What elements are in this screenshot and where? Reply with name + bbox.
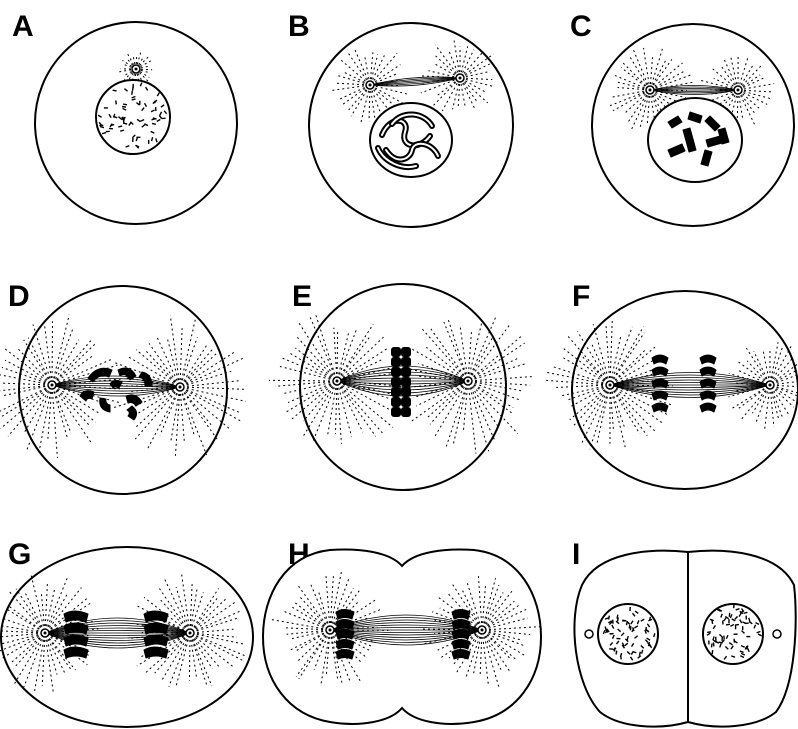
cell-g bbox=[0, 547, 253, 727]
chromatin bbox=[118, 126, 122, 127]
chromatid-left bbox=[392, 408, 400, 416]
chromosome-left bbox=[336, 610, 354, 620]
cell-e bbox=[269, 284, 532, 490]
centriole bbox=[135, 68, 138, 71]
centriole bbox=[44, 632, 47, 635]
chromosome-left bbox=[336, 640, 354, 650]
centrosome-right bbox=[773, 630, 781, 638]
centrosome-left bbox=[585, 630, 593, 638]
chromatin bbox=[110, 125, 114, 126]
chromatin bbox=[630, 626, 631, 630]
nucleus bbox=[648, 98, 742, 182]
chromatin bbox=[726, 624, 730, 625]
chromatin bbox=[113, 90, 117, 91]
cell-i bbox=[574, 551, 795, 727]
chromatid-right bbox=[402, 358, 410, 366]
chromatid-left bbox=[392, 388, 400, 396]
chromatin bbox=[707, 632, 711, 633]
chromatin bbox=[152, 123, 156, 124]
chromatin bbox=[123, 123, 127, 124]
centriole bbox=[737, 89, 740, 92]
chromatin bbox=[650, 617, 651, 621]
chromatid-left bbox=[392, 368, 400, 376]
chromatin bbox=[646, 627, 647, 631]
nucleus bbox=[370, 103, 452, 177]
centriole bbox=[329, 629, 332, 632]
chromosome-right bbox=[452, 620, 470, 630]
chromatin bbox=[609, 616, 610, 620]
chromosome-right bbox=[452, 650, 470, 660]
chromosome-right bbox=[144, 647, 168, 658]
chromatid-right bbox=[402, 368, 410, 376]
cell-membrane bbox=[19, 286, 227, 494]
chromatid-right bbox=[402, 348, 410, 356]
nucleus bbox=[96, 80, 170, 154]
chromosome-left bbox=[336, 630, 354, 640]
chromatin bbox=[116, 100, 117, 104]
centriole bbox=[459, 77, 462, 80]
chromatin bbox=[618, 617, 619, 621]
chromatid-right bbox=[402, 388, 410, 396]
chromatid-left bbox=[392, 358, 400, 366]
chromatin bbox=[123, 104, 127, 105]
centriole bbox=[369, 84, 372, 87]
cell-h bbox=[263, 550, 541, 724]
cell-c bbox=[592, 24, 794, 226]
centriole bbox=[481, 629, 484, 632]
chromosome-right bbox=[144, 611, 168, 622]
centriole bbox=[51, 384, 54, 387]
nucleus-left bbox=[598, 604, 658, 664]
chromosome-left bbox=[64, 635, 88, 646]
chromatin bbox=[122, 107, 126, 108]
centriole bbox=[467, 380, 470, 383]
centriole bbox=[609, 384, 612, 387]
centriole bbox=[649, 89, 652, 92]
chromatid-right bbox=[402, 408, 410, 416]
centriole bbox=[189, 632, 192, 635]
chromatid-right bbox=[402, 398, 410, 406]
chromosome-left bbox=[64, 623, 88, 634]
chromatin bbox=[621, 655, 622, 659]
chromosome-left bbox=[64, 647, 88, 658]
chromosome-left bbox=[336, 620, 354, 630]
chromosome-left bbox=[336, 650, 354, 660]
chromosome-right bbox=[452, 640, 470, 650]
chromosome-right bbox=[144, 623, 168, 634]
chromatin bbox=[616, 651, 617, 655]
cell-f bbox=[544, 291, 798, 489]
chromosome-right bbox=[452, 610, 470, 620]
centriole bbox=[769, 384, 772, 387]
chromosome-right bbox=[452, 630, 470, 640]
nuclear-envelope bbox=[703, 604, 763, 664]
nuclear-envelope bbox=[598, 604, 658, 664]
cell-a bbox=[35, 22, 237, 224]
centriole bbox=[336, 380, 339, 383]
centriole bbox=[179, 386, 182, 389]
chromatid-right bbox=[402, 378, 410, 386]
cell-b bbox=[309, 23, 513, 227]
nucleus-right bbox=[703, 604, 763, 664]
chromatid-left bbox=[392, 378, 400, 386]
aster-ray bbox=[337, 332, 338, 374]
chromosome-left bbox=[64, 611, 88, 622]
chromosome-right bbox=[144, 635, 168, 646]
chromatid-left bbox=[392, 398, 400, 406]
chromatin bbox=[712, 643, 713, 647]
chromatid-left bbox=[392, 348, 400, 356]
chromatin bbox=[639, 652, 640, 656]
chromatin bbox=[712, 620, 713, 624]
cell-d bbox=[0, 286, 246, 494]
nuclear-envelope bbox=[96, 80, 170, 154]
